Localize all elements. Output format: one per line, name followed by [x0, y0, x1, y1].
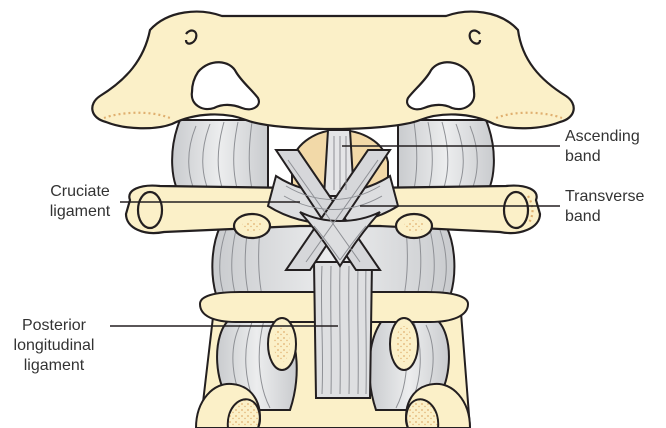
label-posterior-line3: ligament — [2, 356, 106, 376]
label-transverse-band: Transverse band — [565, 187, 644, 227]
label-cruciate-ligament: Cruciate ligament — [40, 182, 120, 222]
label-ascending-band: Ascending band — [565, 127, 640, 167]
label-ascending-line2: band — [565, 147, 640, 167]
occipital-bone — [92, 12, 573, 129]
posterior-longitudinal-ligament — [314, 262, 372, 398]
label-posterior-longitudinal-ligament: Posterior longitudinal ligament — [2, 316, 106, 376]
label-ascending-line1: Ascending — [565, 127, 640, 147]
label-transverse-line2: band — [565, 207, 644, 227]
label-posterior-line1: Posterior — [2, 316, 106, 336]
label-posterior-line2: longitudinal — [2, 336, 106, 356]
label-cruciate-line1: Cruciate — [40, 182, 120, 202]
label-cruciate-line2: ligament — [40, 202, 120, 222]
label-transverse-line1: Transverse — [565, 187, 644, 207]
